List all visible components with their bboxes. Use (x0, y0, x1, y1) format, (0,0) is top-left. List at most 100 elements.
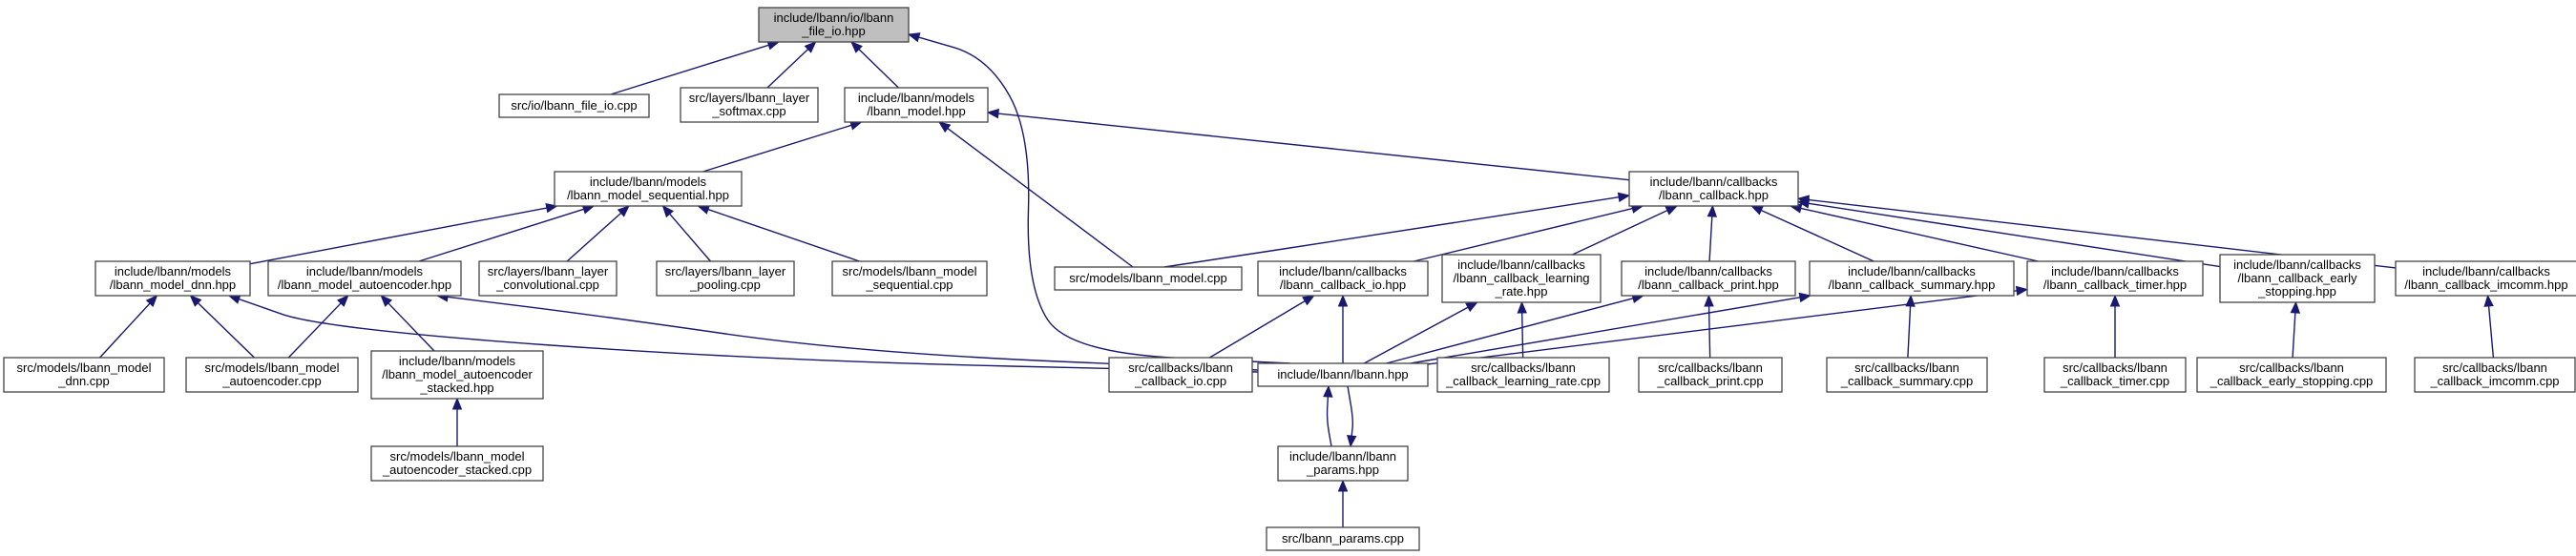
edge-callback_early_stopping_cpp-to-callback_early_stopping_hpp (2290, 300, 2301, 359)
node-model_hpp[interactable]: include/lbann/models/lbann_model.hpp (844, 87, 989, 123)
node-label: _callback_early_stopping.cpp (2209, 374, 2374, 388)
arrowhead-icon (937, 121, 952, 134)
node-label: include/lbann/models (590, 175, 707, 189)
edge-model_cpp-to-callback_hpp (1163, 192, 1631, 268)
node-callback_early_stopping_cpp[interactable]: src/callbacks/lbann_callback_early_stopp… (2196, 357, 2387, 393)
node-label: _callback_learning_rate.cpp (1445, 374, 1601, 388)
node-root: include/lbann/io/lbann_file_io.hpp (758, 7, 910, 43)
node-label: _stacked.hpp (419, 381, 493, 395)
edge-line (1386, 298, 1634, 364)
node-model_dnn_hpp[interactable]: include/lbann/models/lbann_model_dnn.hpp (94, 260, 251, 297)
node-callback_learning_rate_cpp[interactable]: src/callbacks/lbann_callback_learning_ra… (1436, 357, 1610, 393)
edge-params_cpp-to-params_hpp (1337, 479, 1349, 527)
edge-line (239, 298, 1259, 373)
node-label: _callback_io.cpp (1134, 374, 1226, 388)
node-label: src/callbacks/lbann (1658, 360, 1763, 375)
arrowhead-icon (1704, 294, 1714, 307)
arrowhead-icon (189, 295, 202, 307)
node-model_dnn_cpp[interactable]: src/models/lbann_model_dnn.cpp (3, 357, 165, 393)
edge-line (610, 44, 769, 95)
node-callback_timer_hpp[interactable]: include/lbann/callbacks/lbann_callback_t… (2026, 260, 2204, 297)
edge-line (287, 302, 342, 359)
edge-line (1907, 305, 1912, 359)
node-params_cpp[interactable]: src/lbann_params.cpp (1266, 526, 1420, 551)
node-callback_hpp[interactable]: include/lbann/callbacks/lbann_callback.h… (1628, 171, 1799, 207)
node-callback_print_hpp[interactable]: include/lbann/callbacks/lbann_callback_p… (1621, 260, 1796, 297)
node-callback_learning_rate_hpp[interactable]: include/lbann/callbacks/lbann_callback_l… (1441, 254, 1602, 303)
node-params_hpp[interactable]: include/lbann/lbann_params.hpp (1277, 445, 1409, 482)
edge-lbann_hpp-to-model_dnn_hpp (227, 294, 1259, 373)
edge-lbann_hpp-to-callback_summary_hpp (1410, 292, 1812, 364)
arrowhead-icon (1347, 435, 1357, 448)
node-label: src/models/lbann_model (205, 360, 340, 375)
arrowhead-icon (1302, 295, 1315, 306)
node-callback_print_cpp[interactable]: src/callbacks/lbann_callback_print.cpp (1638, 357, 1783, 393)
node-box (1257, 362, 1429, 387)
node-label: src/io/lbann_file_io.cpp (511, 98, 637, 113)
node-label: /lbann_model_autoencoder.hpp (278, 278, 451, 292)
edge-callback_imcomm_cpp-to-callback_imcomm_hpp (2483, 294, 2495, 359)
node-label: /lbann_callback_print.hpp (1638, 278, 1778, 292)
arrowhead-icon (380, 295, 393, 307)
node-model_cpp[interactable]: src/models/lbann_model.cpp (1054, 266, 1243, 291)
edge-line (766, 49, 809, 89)
edge-line (1347, 385, 1354, 437)
node-lbann_hpp[interactable]: include/lbann/lbann.hpp (1257, 362, 1429, 387)
arrowhead-icon (1796, 195, 1811, 205)
node-box (370, 350, 544, 400)
node-model_autoencoder_stacked_cpp[interactable]: src/models/lbann_model_autoencoder_stack… (370, 445, 544, 482)
node-label: _autoencoder_stacked.cpp (382, 463, 532, 477)
node-box (1638, 357, 1783, 393)
node-label: _callback_timer.cpp (2060, 374, 2169, 388)
edge-callback_print_cpp-to-callback_print_hpp (1704, 294, 1714, 359)
edge-model_dnn_cpp-to-model_dnn_hpp (99, 295, 158, 359)
node-label: /lbann_callback_io.hpp (1280, 278, 1406, 292)
edge-line (447, 296, 1259, 371)
node-label: _sequential.cpp (865, 278, 953, 292)
node-callback_io_hpp[interactable]: include/lbann/callbacks/lbann_callback_i… (1257, 260, 1429, 297)
node-label: /lbann_model_autoencoder (382, 367, 533, 381)
edge-callback_summary_hpp-to-callback_hpp (1750, 205, 1874, 262)
node-model_autoencoder_hpp[interactable]: include/lbann/models/lbann_model_autoenc… (267, 260, 462, 297)
node-file_io_cpp[interactable]: src/io/lbann_file_io.cpp (498, 93, 650, 118)
node-box (1108, 357, 1253, 393)
arrowhead-icon (2109, 294, 2121, 307)
edge-line (566, 212, 622, 262)
node-box (185, 357, 359, 393)
arrowhead-icon (804, 41, 817, 53)
node-box (844, 87, 989, 123)
node-layer_pooling_cpp[interactable]: src/layers/lbann_layer_pooling.cpp (656, 260, 795, 297)
arrowhead-icon (2290, 300, 2301, 314)
node-label: src/callbacks/lbann (1128, 360, 1233, 375)
edge-line (1410, 297, 1801, 364)
arrowhead-icon (1337, 294, 1349, 307)
node-callback_timer_cpp[interactable]: src/callbacks/lbann_callback_timer.cpp (2043, 357, 2187, 393)
node-label: src/layers/lbann_layer (665, 264, 786, 278)
node-callback_imcomm_hpp[interactable]: include/lbann/callbacks/lbann_callback_i… (2395, 260, 2576, 297)
node-model_autoencoder_cpp[interactable]: src/models/lbann_model_autoencoder.cpp (185, 357, 359, 393)
node-model_sequential_cpp[interactable]: src/models/lbann_model_sequential.cpp (831, 260, 988, 297)
node-box (1809, 260, 2015, 297)
node-callback_summary_hpp[interactable]: include/lbann/callbacks/lbann_callback_s… (1809, 260, 2015, 297)
node-callback_summary_cpp[interactable]: src/callbacks/lbann_callback_summary.cpp (1826, 357, 1988, 393)
node-model_sequential_hpp[interactable]: include/lbann/models/lbann_model_sequent… (554, 171, 743, 207)
node-label: include/lbann/lbann.hpp (1277, 367, 1408, 381)
node-box (831, 260, 988, 297)
node-box (1266, 526, 1420, 551)
edge-model_cpp-to-model_hpp (937, 121, 1134, 268)
edge-line (2487, 305, 2495, 359)
node-callback_io_cpp[interactable]: src/callbacks/lbann_callback_io.cpp (1108, 357, 1253, 393)
node-box (1436, 357, 1610, 393)
node-layer_convolutional_cpp[interactable]: src/layers/lbann_layer_convolutional.cpp (478, 260, 618, 297)
edge-line (702, 124, 852, 173)
node-callback_early_stopping_hpp[interactable]: include/lbann/callbacks/lbann_callback_e… (2219, 254, 2376, 303)
node-callback_imcomm_cpp[interactable]: src/callbacks/lbann_callback_imcomm.cpp (2414, 357, 2576, 393)
edge-model_autoencoder_stacked_cpp-to-model_autoencoder_stacked_hpp (451, 397, 463, 446)
node-label: include/lbann/callbacks (2233, 257, 2361, 272)
edge-model_sequential_hpp-to-model_hpp (702, 120, 863, 173)
node-model_autoencoder_stacked_hpp[interactable]: include/lbann/models/lbann_model_autoenc… (370, 350, 544, 400)
node-label: _rate.hpp (1495, 284, 1548, 299)
arrowhead-icon (1323, 384, 1333, 398)
edge-line (1326, 396, 1332, 447)
node-layer_softmax_cpp[interactable]: src/layers/lbann_layer_softmax.cpp (680, 87, 819, 123)
